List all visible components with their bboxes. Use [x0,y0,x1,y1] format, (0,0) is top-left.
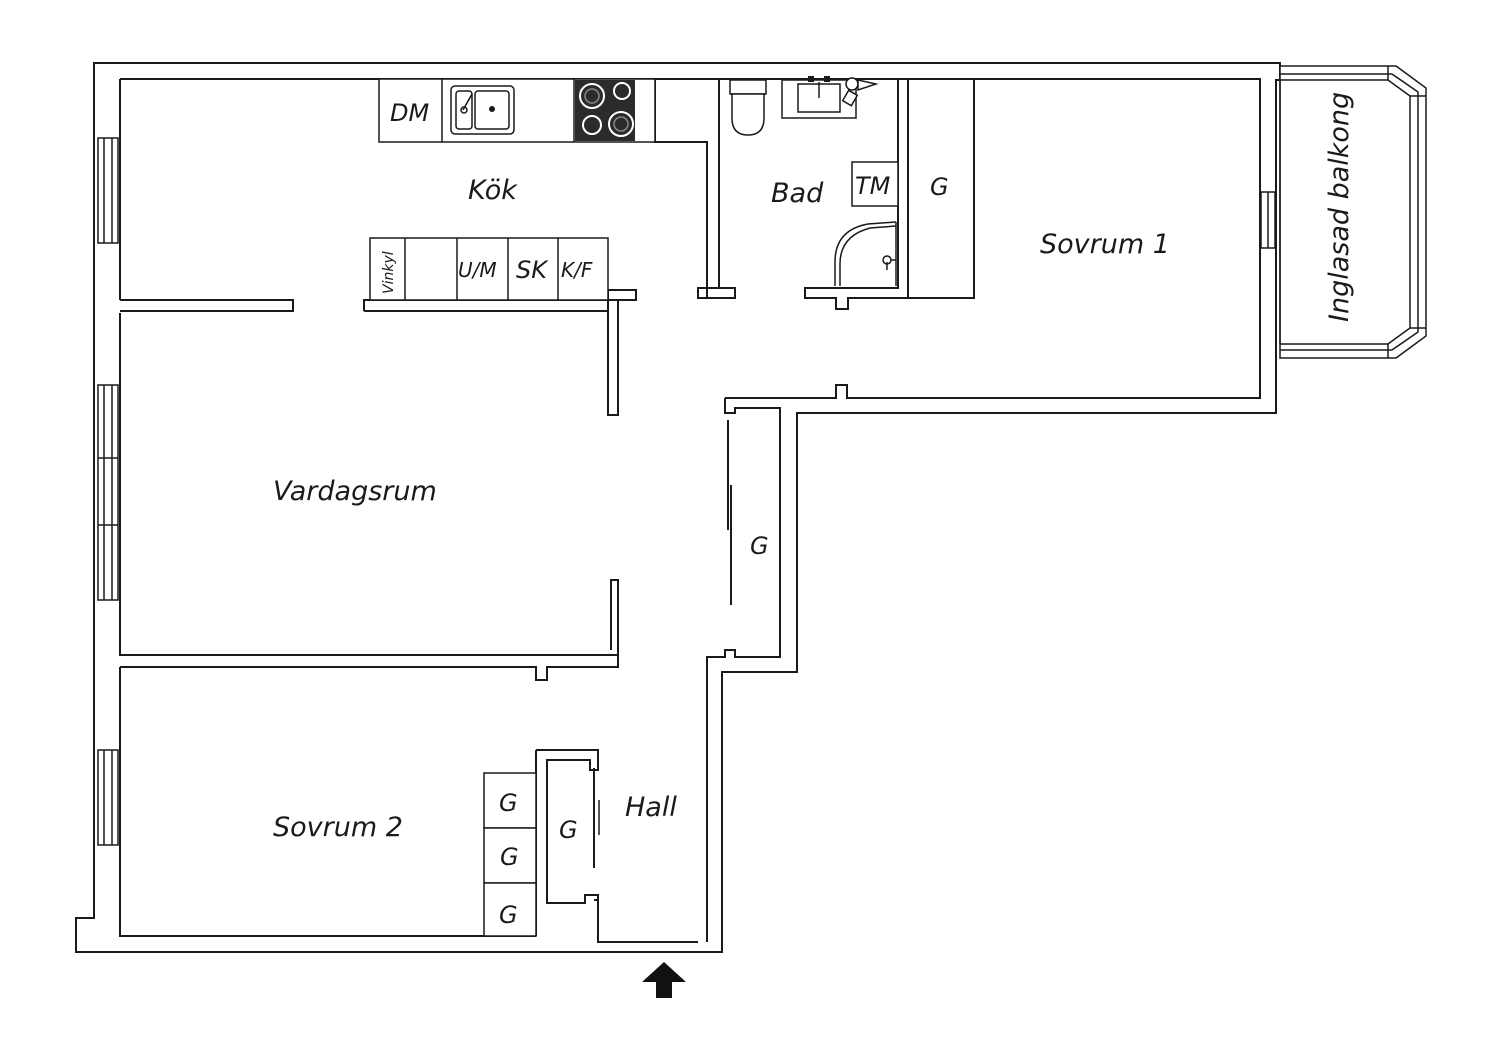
label-um: U/M [458,258,497,282]
label-g-sovrum2-1: G [499,789,518,817]
outer-walls [75,62,1281,953]
kitchen-counter [378,78,656,143]
fixture-labels: DM TM Vinkyl U/M SK K/F G G G G G G [381,99,949,929]
label-dm: DM [390,99,429,127]
toilet-icon [729,79,767,136]
sink-icon [450,85,515,135]
room-label-balkong: Inglasad balkong [1324,92,1355,322]
room-label-kok: Kök [468,175,518,206]
label-g-sovrum2-3: G [499,901,518,929]
label-kf: K/F [561,258,593,282]
entrance-arrow-icon [642,962,686,998]
label-g-hall-upper: G [750,532,769,560]
room-label-vardagsrum: Vardagsrum [273,476,437,507]
faucet-icon [841,77,879,107]
room-label-sovrum2: Sovrum 2 [273,812,403,843]
label-sk: SK [516,256,549,284]
stove-icon [575,80,635,141]
shower-icon [834,221,897,286]
label-tm: TM [855,172,891,200]
appliance-row [369,237,609,301]
label-g-sovrum2-2: G [500,843,519,871]
wardrobes-sovrum2 [483,772,537,937]
label-g-bad: G [930,173,949,201]
balcony [1279,65,1427,359]
room-label-sovrum1: Sovrum 1 [1040,229,1170,260]
bathroom-fixtures [729,76,899,286]
room-labels: Kök Bad Sovrum 1 Vardagsrum Sovrum 2 Hal… [273,92,1355,843]
label-g-hall-closet: G [559,816,578,844]
room-label-hall: Hall [625,792,677,823]
windows [97,137,1276,846]
washing-machine-box [851,161,899,207]
hall-closet [593,420,732,868]
room-label-bad: Bad [771,178,824,209]
label-vinkyl: Vinkyl [381,251,397,294]
